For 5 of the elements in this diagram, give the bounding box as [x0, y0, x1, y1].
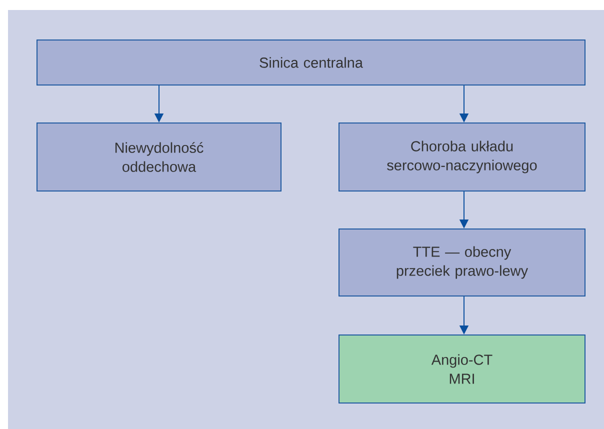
process-box: Niewydolność oddechowa	[36, 122, 282, 192]
process-box: TTE — obecny przeciek prawo-lewy	[338, 228, 586, 296]
process-box: Choroba układu sercowo-naczyniowego	[338, 122, 586, 192]
process-box: Sinica centralna	[36, 40, 586, 86]
process-box: Angio-CT MRI	[338, 334, 586, 404]
